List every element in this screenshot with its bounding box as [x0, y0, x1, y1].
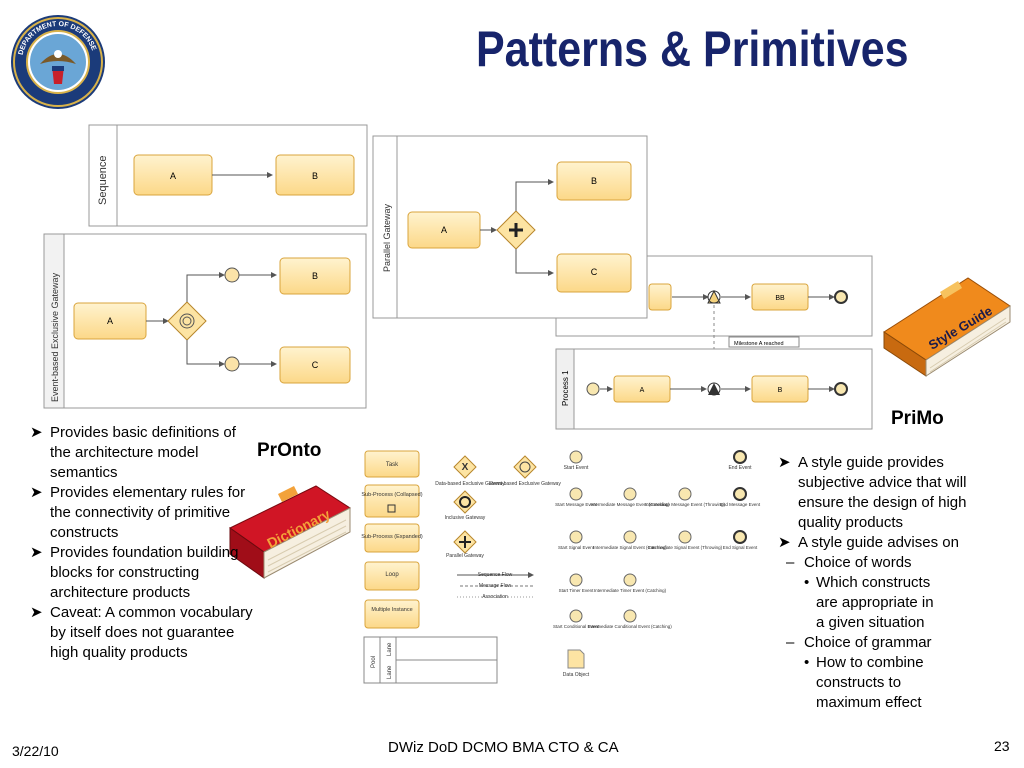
svg-text:X: X	[462, 462, 469, 473]
palette-end-event: End Event	[728, 465, 752, 471]
palette-start-cond: Start Conditional Event	[553, 624, 600, 629]
palette-start-timer: Start Timer Event	[559, 588, 595, 593]
parallel-task-c: C	[591, 267, 598, 277]
list-item: ➤Caveat: A common vocabulary by itself d…	[30, 604, 253, 661]
milestone-task-bb: BB	[775, 295, 785, 302]
palette-int-cond: Intermediate Conditional Event (Catching…	[588, 624, 672, 629]
arrow-bullet-icon: ➤	[778, 454, 791, 471]
palette-end-msg: End Message Event	[720, 502, 761, 507]
arrow-bullet-icon: ➤	[778, 534, 791, 551]
style-guide-book-icon: Style Guide	[883, 277, 1011, 377]
palette-pool: Pool	[371, 656, 377, 668]
arrow-bullet-icon: ➤	[30, 424, 43, 441]
palette-start-msg: Start Message Event	[555, 502, 598, 507]
palette-inclusive: Inclusive Gateway	[445, 515, 486, 521]
event-gateway-task-c: C	[312, 360, 319, 370]
pronto-label: PrOnto	[257, 440, 322, 461]
list-item: –Choice of grammar	[786, 634, 932, 651]
list-item: ➤A style guide advises on	[778, 534, 959, 551]
palette-event-xor: Event-based Exclusive Gateway	[489, 481, 561, 487]
list-item: ➤A style guide provides subjective advic…	[778, 454, 967, 531]
bpmn-diagrams: BB Milestone A reached Process 1 A B Seq…	[43, 124, 873, 685]
list-item: –Choice of words	[786, 554, 912, 571]
palette-lane-2: Lane	[387, 665, 393, 679]
palette-int-msg-catch: Intermediate Message Event (Catching)	[590, 502, 670, 507]
palette-lane-1: Lane	[387, 642, 393, 656]
list-item: •Which constructs are appropriate in a g…	[804, 574, 934, 631]
arrow-bullet-icon: ➤	[30, 544, 43, 561]
dod-seal-logo: DEPARTMENT OF DEFENSE	[11, 15, 105, 109]
palette-data-obj: Data Object	[563, 672, 590, 678]
list-item: ➤Provides foundation building blocks for…	[30, 544, 239, 601]
list-item: ➤Provides basic definitions of the archi…	[30, 424, 236, 481]
event-gateway-task-a: A	[107, 316, 113, 326]
sequence-lane-label: Sequence	[97, 155, 109, 205]
palette-assoc: Association	[482, 594, 508, 600]
palette-start-sig: Start Signal Event	[558, 545, 595, 550]
palette-seq-flow: Sequence Flow	[478, 572, 513, 578]
arrow-bullet-icon: ➤	[30, 484, 43, 501]
process-lane-label: Process 1	[561, 370, 570, 406]
page-number: 23	[994, 738, 1010, 754]
event-gateway-lane-label: Event-based Exclusive Gateway	[50, 272, 60, 402]
event-gateway-diagram: Event-based Exclusive Gateway A B C	[43, 233, 367, 409]
footer-date: 3/22/10	[12, 743, 59, 759]
process-task-a: A	[640, 387, 645, 394]
process-milestone-diagram: BB Milestone A reached Process 1 A B	[555, 255, 873, 430]
sequence-task-a: A	[170, 171, 176, 181]
parallel-task-a: A	[441, 225, 447, 235]
milestone-note: Milestone A reached	[734, 341, 784, 347]
palette-end-sig: End Signal Event	[723, 545, 758, 550]
event-gateway-task-b: B	[312, 271, 318, 281]
palette-subproc-expanded: Sub-Process (Expanded)	[361, 534, 423, 540]
palette-msg-flow: Message Flow	[479, 583, 512, 589]
palette-int-msg-throw: Intermediate Message Event (Throwing)	[645, 502, 726, 507]
right-bullet-list: ➤A style guide provides subjective advic…	[776, 453, 1008, 713]
process-task-b: B	[778, 387, 783, 394]
primo-label: PriMo	[891, 408, 944, 429]
parallel-task-b: B	[591, 176, 597, 186]
palette-start-event: Start Event	[564, 465, 589, 471]
notation-palette: Task Sub-Process (Collapsed) Sub-Process…	[361, 445, 770, 685]
left-bullet-list: ➤Provides basic definitions of the archi…	[28, 423, 258, 663]
palette-int-timer: Intermediate Timer Event (Catching)	[594, 588, 667, 593]
list-item: ➤Provides elementary rules for the conne…	[30, 484, 246, 541]
palette-int-sig-catch: Intermediate Signal Event (Catching)	[593, 545, 667, 550]
palette-task: Task	[386, 462, 399, 468]
parallel-lane-label: Parallel Gateway	[382, 203, 392, 272]
footer-center: DWiz DoD DCMO BMA CTO & CA	[388, 739, 619, 756]
palette-subproc-collapsed: Sub-Process (Collapsed)	[361, 492, 422, 498]
parallel-gateway-diagram: Parallel Gateway A B C	[372, 135, 648, 319]
sequence-task-b: B	[312, 171, 318, 181]
palette-loop: Loop	[385, 572, 399, 578]
list-item: •How to combine constructs to maximum ef…	[804, 654, 924, 711]
palette-data-xor: Data-based Exclusive Gateway	[435, 481, 505, 487]
palette-parallel: Parallel Gateway	[446, 553, 484, 559]
slide-title: Patterns & Primitives	[476, 21, 909, 77]
sequence-diagram: Sequence A B	[88, 124, 368, 227]
palette-int-sig-throw: Intermediate Signal Event (Throwing)	[648, 545, 723, 550]
palette-multiple: Multiple Instance	[371, 607, 412, 613]
dictionary-book-icon: Dictionary	[229, 485, 351, 579]
arrow-bullet-icon: ➤	[30, 604, 43, 621]
